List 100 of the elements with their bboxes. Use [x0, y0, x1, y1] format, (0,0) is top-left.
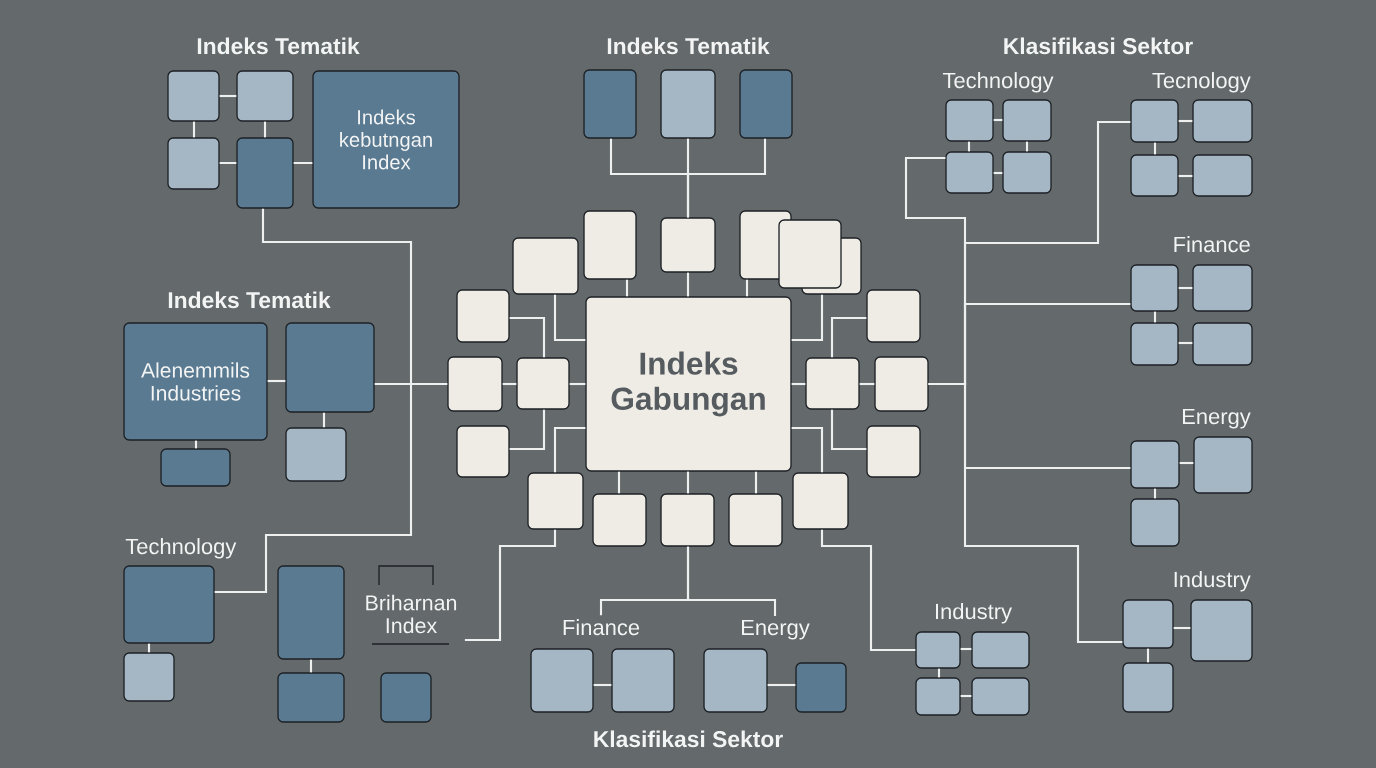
- connector-line: [1178, 286, 1193, 290]
- connector-line: [509, 316, 546, 358]
- connector-line: [830, 409, 867, 451]
- group-label: Technology: [942, 72, 1054, 93]
- node-box: [1192, 154, 1253, 197]
- group-label: Industry: [1174, 571, 1251, 592]
- node-box: [583, 69, 637, 139]
- connector-line: [219, 94, 237, 98]
- group-label: Tecnology: [1152, 72, 1251, 93]
- node-box: [1130, 99, 1179, 143]
- connector-line: [374, 382, 448, 386]
- hub-box: Indeks Gabungan: [585, 296, 792, 472]
- connector-line: [791, 294, 824, 342]
- group-label: Technology: [125, 538, 237, 559]
- connector-line: [502, 382, 517, 386]
- index-box: Alenemmils Industries: [123, 322, 268, 441]
- connector-line: [686, 138, 767, 218]
- connector-line: [1153, 311, 1157, 323]
- node-box: [915, 677, 961, 716]
- node-box: [611, 648, 675, 713]
- connector-line: [967, 141, 971, 152]
- connector-line: [267, 379, 286, 383]
- connector-line: [937, 668, 941, 678]
- section-heading: Klasifikasi Sektor: [594, 730, 783, 748]
- node-box: [285, 427, 347, 482]
- node-box: [123, 652, 175, 702]
- connector-line: [993, 118, 1003, 122]
- node-box: [739, 69, 793, 139]
- node-box: [1193, 436, 1253, 494]
- node-box: [874, 356, 929, 412]
- node-box: [945, 99, 994, 142]
- connector-line: [194, 440, 198, 449]
- connector-line: [1025, 141, 1029, 152]
- node-box: [1122, 662, 1174, 713]
- connector-line: [791, 382, 806, 386]
- node-box: [527, 472, 584, 530]
- node-box: [1192, 264, 1253, 312]
- node-box: [1002, 151, 1052, 194]
- node-box: [167, 137, 220, 190]
- connector-line: [1153, 142, 1157, 155]
- group-label: Industry: [936, 603, 1013, 624]
- node-box: [236, 137, 294, 209]
- node-box: [703, 648, 768, 713]
- node-box: [1190, 599, 1253, 662]
- connector-line: [928, 382, 1123, 644]
- connector-line: [960, 694, 972, 698]
- connector-line: [859, 382, 875, 386]
- section-heading: Indeks Tematik: [168, 291, 331, 309]
- node-box: [971, 677, 1030, 716]
- node-box: [660, 217, 716, 273]
- node-box: [866, 289, 921, 343]
- node-box: [285, 322, 375, 413]
- node-box: [795, 662, 847, 713]
- connector-line: [509, 409, 546, 451]
- connector-line: [192, 121, 196, 138]
- node-box: [945, 151, 994, 194]
- node-box: [1130, 154, 1179, 197]
- node-box: [728, 493, 783, 547]
- node-box: [530, 648, 594, 713]
- node-box: [792, 472, 849, 530]
- node-box: [1130, 264, 1179, 312]
- node-box: [592, 493, 647, 547]
- section-heading: Indeks Tematik: [607, 37, 770, 55]
- connector-line: [263, 121, 267, 138]
- node-box: [380, 672, 432, 723]
- connector-line: [1173, 626, 1191, 630]
- node-box: [236, 70, 294, 122]
- node-box: [160, 448, 231, 487]
- node-box: [1122, 599, 1174, 649]
- connector-line: [791, 426, 824, 473]
- node-box: [1192, 99, 1253, 143]
- connector-line: [569, 382, 586, 386]
- connector-line: [993, 171, 1003, 175]
- connector-line: [754, 471, 758, 494]
- node-box: [277, 565, 345, 660]
- node-box: [447, 356, 503, 412]
- connector-line: [309, 659, 313, 673]
- node-box: [277, 672, 345, 723]
- group-label: Briharnan Index: [366, 594, 457, 634]
- node-box: [1130, 498, 1180, 547]
- node-box: [1130, 322, 1179, 366]
- connector-line: [820, 529, 916, 652]
- connector-line: [293, 161, 313, 165]
- node-box: [915, 631, 961, 669]
- node-box: [805, 357, 860, 410]
- section-heading: Indeks Tematik: [197, 37, 360, 55]
- connector-line: [1146, 648, 1150, 663]
- connector-line: [1179, 461, 1194, 465]
- index-box: Indeks kebutngan Index: [312, 70, 460, 209]
- node-box: [456, 289, 510, 343]
- connector-line: [1178, 341, 1193, 345]
- connector-line: [214, 208, 413, 594]
- connector-line: [617, 471, 621, 494]
- connector-line: [553, 294, 586, 342]
- connector-line: [219, 161, 237, 165]
- node-box: [512, 237, 579, 295]
- connector-line: [1153, 488, 1157, 499]
- connector-line: [686, 272, 690, 297]
- node-box: [123, 565, 215, 644]
- node-box: [1192, 322, 1253, 366]
